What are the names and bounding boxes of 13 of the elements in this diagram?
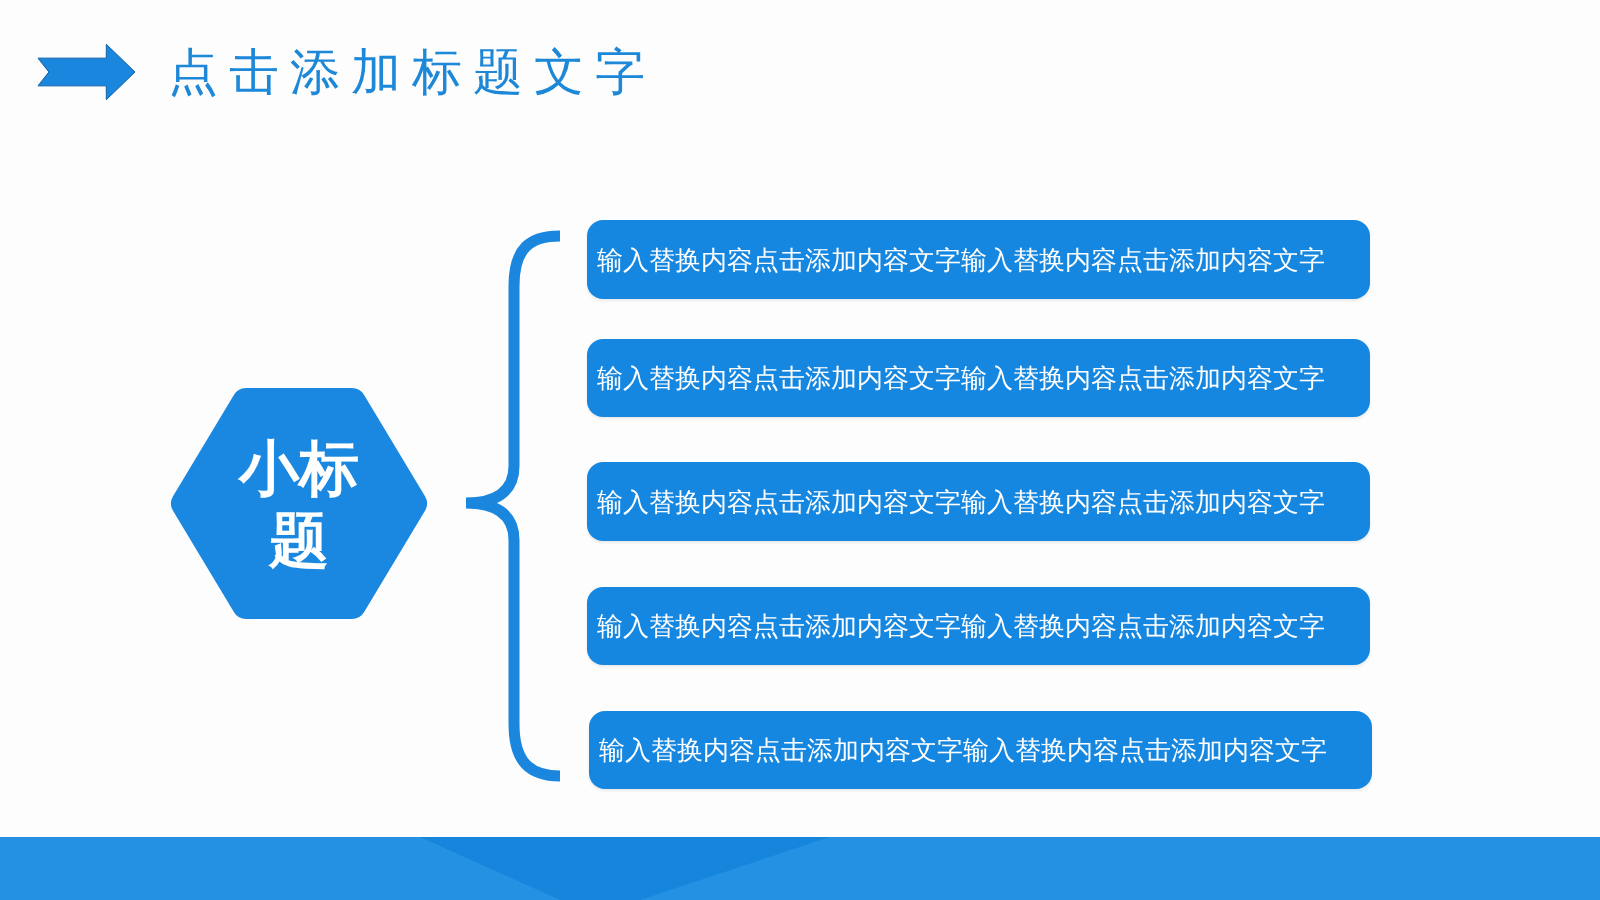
title: 点击添加标题文字 [168, 42, 656, 103]
rounded-box [589, 711, 1372, 789]
rounded-box [587, 587, 1370, 665]
rounded-box [587, 220, 1370, 299]
rounded-box [587, 339, 1370, 417]
content-text: 输入替换内容点击添加内容文字输入替换内容点击添加内容文字 [597, 485, 1325, 519]
content-text: 输入替换内容点击添加内容文字输入替换内容点击添加内容文字 [599, 734, 1327, 767]
content-text: 输入替换内容点击添加内容文字输入替换内容点击添加内容文字 [597, 362, 1325, 395]
content-text: 输入替换内容点击添加内容文字输入替换内容点击添加内容文字 [597, 610, 1325, 643]
rounded-box [587, 462, 1370, 541]
content-text: 输入替换内容点击添加内容文字输入替换内容点击添加内容文字 [597, 243, 1325, 277]
hexagon-node [169, 388, 429, 619]
subtitle-text: 小标题 [237, 431, 360, 576]
